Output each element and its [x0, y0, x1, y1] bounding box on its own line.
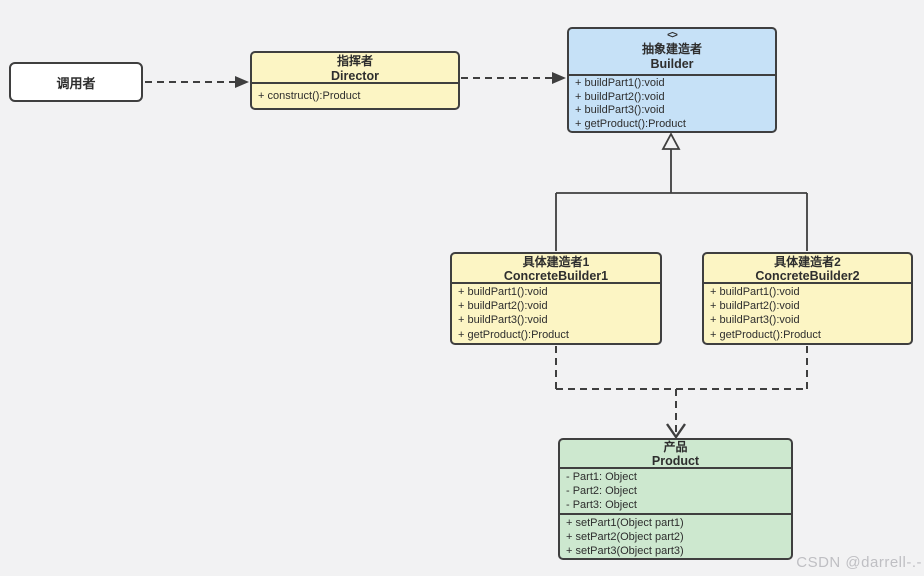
method-item: + buildPart3():void	[710, 314, 800, 327]
attributes-section: - Part1: Object - Part2: Object - Part3:…	[560, 469, 791, 515]
method-item: + buildPart2():void	[458, 300, 548, 313]
node-caller: 调用者	[9, 62, 143, 102]
attribute-item: - Part2: Object	[566, 485, 637, 498]
class-name-zh: 抽象建造者	[641, 42, 702, 56]
method-item: + setPart2(Object part2)	[566, 531, 684, 544]
class-product: 产品 Product - Part1: Object - Part2: Obje…	[558, 438, 793, 560]
method-item: + buildPart2():void	[575, 90, 665, 103]
generalization-lines-concretebuilders-builder	[555, 132, 808, 251]
methods-section: + buildPart1():void + buildPart2():void …	[452, 284, 660, 342]
class-name-en: ConcreteBuilder2	[755, 269, 860, 283]
class-name-en: Director	[331, 69, 379, 83]
methods-section: + setPart1(Object part1) + setPart2(Obje…	[560, 515, 791, 558]
dependency-arrow-caller-director	[145, 76, 249, 88]
class-name-en: Builder	[650, 57, 694, 71]
class-name-zh: 产品	[663, 440, 688, 454]
class-director: 指挥者 Director + construct():Product	[250, 51, 460, 110]
method-item: + buildPart1():void	[458, 286, 548, 298]
method-item: + buildPart1():void	[710, 286, 800, 298]
class-header: <> 抽象建造者 Builder	[569, 29, 775, 76]
class-name-zh: 具体建造者2	[774, 255, 841, 269]
method-item: + buildPart2():void	[710, 300, 800, 313]
class-header: 指挥者 Director	[252, 53, 458, 84]
arrowhead-open-icon	[666, 423, 686, 440]
class-header: 产品 Product	[560, 440, 791, 469]
class-name-en: Product	[651, 454, 700, 468]
dependency-lines-concretebuilders-product	[555, 346, 808, 440]
method-item: + buildPart1():void	[575, 77, 665, 89]
csdn-watermark: CSDN @darrell-.-	[796, 554, 922, 571]
arrowhead-hollow-triangle-icon	[661, 132, 681, 150]
node-caller-label: 调用者	[56, 75, 96, 91]
methods-section: + buildPart1():void + buildPart2():void …	[704, 284, 911, 342]
attribute-item: - Part3: Object	[566, 499, 637, 512]
class-concrete-builder1: 具体建造者1 ConcreteBuilder1 + buildPart1():v…	[450, 252, 662, 345]
method-item: + construct():Product	[258, 90, 361, 102]
class-header: 具体建造者1 ConcreteBuilder1	[452, 254, 660, 284]
method-item: + getProduct():Product	[575, 117, 686, 130]
method-item: + buildPart3():void	[575, 104, 665, 117]
class-name-zh: 指挥者	[336, 54, 373, 68]
class-concrete-builder2: 具体建造者2 ConcreteBuilder2 + buildPart1():v…	[702, 252, 913, 345]
methods-section: + buildPart1():void + buildPart2():void …	[569, 76, 775, 131]
method-item: + setPart3(Object part3)	[566, 545, 684, 558]
arrowhead-filled-icon	[552, 72, 566, 84]
class-builder: <> 抽象建造者 Builder + buildPart1():void + b…	[567, 27, 777, 133]
methods-section: + construct():Product	[252, 84, 458, 103]
class-name-en: ConcreteBuilder1	[503, 269, 609, 283]
interface-icon: <>	[667, 30, 678, 41]
arrowhead-filled-icon	[235, 76, 249, 88]
class-header: 具体建造者2 ConcreteBuilder2	[704, 254, 911, 284]
method-item: + getProduct():Product	[458, 328, 569, 341]
method-item: + buildPart3():void	[458, 314, 548, 327]
class-name-zh: 具体建造者1	[522, 255, 590, 269]
method-item: + getProduct():Product	[710, 328, 821, 341]
dependency-arrow-director-builder	[461, 72, 566, 84]
attribute-item: - Part1: Object	[566, 471, 637, 483]
method-item: + setPart1(Object part1)	[566, 517, 684, 529]
